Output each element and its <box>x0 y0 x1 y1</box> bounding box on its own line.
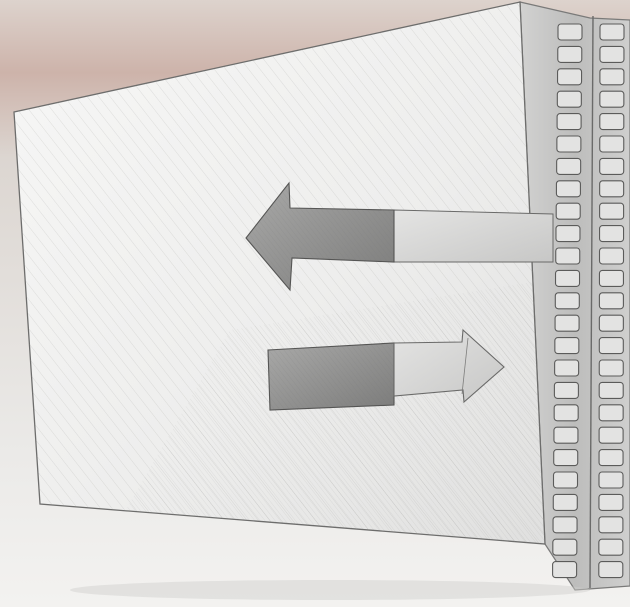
honeycomb-cell <box>553 494 577 510</box>
ground-shadow <box>70 580 590 600</box>
honeycomb-cell <box>600 136 624 152</box>
honeycomb-cell <box>599 562 623 578</box>
honeycomb-cell <box>599 539 623 555</box>
honeycomb-cell <box>555 293 579 309</box>
honeycomb-cell <box>553 517 577 533</box>
honeycomb-cell <box>599 338 623 354</box>
honeycomb-cell <box>599 494 623 510</box>
honeycomb-cell <box>554 472 578 488</box>
honeycomb-cell <box>556 203 580 219</box>
honeycomb-cell <box>599 405 623 421</box>
honeycomb-cell <box>555 360 579 376</box>
honeycomb-cell <box>599 293 623 309</box>
honeycomb-cell <box>600 203 624 219</box>
honeycomb-cell <box>600 181 624 197</box>
honeycomb-cell <box>599 450 623 466</box>
honeycomb-cell <box>556 226 580 242</box>
honeycomb-cell <box>554 427 578 443</box>
honeycomb-cell <box>600 158 624 174</box>
honeycomb-cell <box>556 270 580 286</box>
honeycomb-cell <box>557 114 581 130</box>
honeycomb-cell <box>554 405 578 421</box>
honeycomb-cell <box>599 315 623 331</box>
honeycomb-cell <box>599 360 623 376</box>
honeycomb-cell <box>555 315 579 331</box>
honeycomb-cell <box>558 24 582 40</box>
honeycomb-cell <box>553 562 577 578</box>
honeycomb-cell <box>557 136 581 152</box>
honeycomb-cell <box>599 427 623 443</box>
honeycomb-cell <box>600 114 624 130</box>
honeycomb-cell <box>599 270 623 286</box>
honeycomb-cell <box>600 91 624 107</box>
honeycomb-cell <box>600 24 624 40</box>
honeycomb-cell <box>557 91 581 107</box>
honeycomb-cell <box>555 338 579 354</box>
honeycomb-cell <box>599 517 623 533</box>
honeycomb-cell <box>558 46 582 62</box>
honeycomb-cell <box>599 472 623 488</box>
honeycomb-cell <box>600 248 624 264</box>
honeycomb-cell <box>556 181 580 197</box>
honeycomb-cell <box>558 69 582 85</box>
honeycomb-cell <box>554 382 578 398</box>
honeycomb-cell <box>554 450 578 466</box>
honeycomb-cell <box>600 46 624 62</box>
honeycomb-cell <box>556 248 580 264</box>
honeycomb-cell <box>599 382 623 398</box>
honeycomb-cell <box>600 226 624 242</box>
honeycomb-cell <box>600 69 624 85</box>
honeycomb-cell <box>553 539 577 555</box>
honeycomb-cell <box>557 158 581 174</box>
